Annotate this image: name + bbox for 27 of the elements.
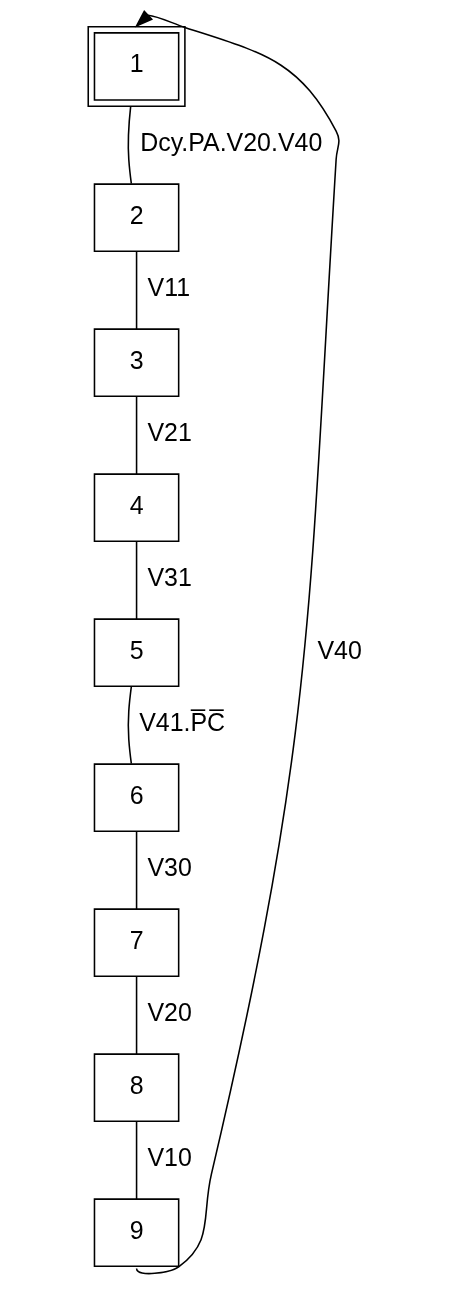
arrow [134, 9, 340, 1275]
connector [135, 540, 137, 620]
edge-label: V11 [147, 273, 190, 302]
node-box: 9 [93, 1198, 179, 1267]
edge-label: V31 [146, 563, 192, 592]
edge-label: V20 [146, 998, 192, 1027]
node-box: 8 [93, 1053, 179, 1122]
node-box: 7 [93, 908, 179, 977]
edge-label: V21 [146, 418, 192, 447]
edge-label: V30 [146, 853, 192, 882]
edge-label: V10 [146, 1143, 192, 1172]
node-box: 2 [93, 183, 179, 252]
node-box: 5 [93, 618, 179, 687]
connector [135, 1120, 137, 1200]
node-box: 6 [93, 763, 179, 832]
connector [135, 250, 137, 330]
connector [135, 395, 137, 475]
edge-label: Dcy.PA.V20.V40 [139, 128, 322, 157]
node-box: 1 [86, 25, 186, 107]
connector [135, 830, 137, 910]
edge-label: V40 [316, 635, 362, 664]
edge-label: V41.P̅C̅ [138, 708, 225, 737]
node-box: 3 [93, 328, 179, 397]
connector [135, 975, 137, 1055]
connector [127, 105, 132, 185]
node-box: 4 [93, 473, 179, 542]
connector [126, 685, 132, 765]
